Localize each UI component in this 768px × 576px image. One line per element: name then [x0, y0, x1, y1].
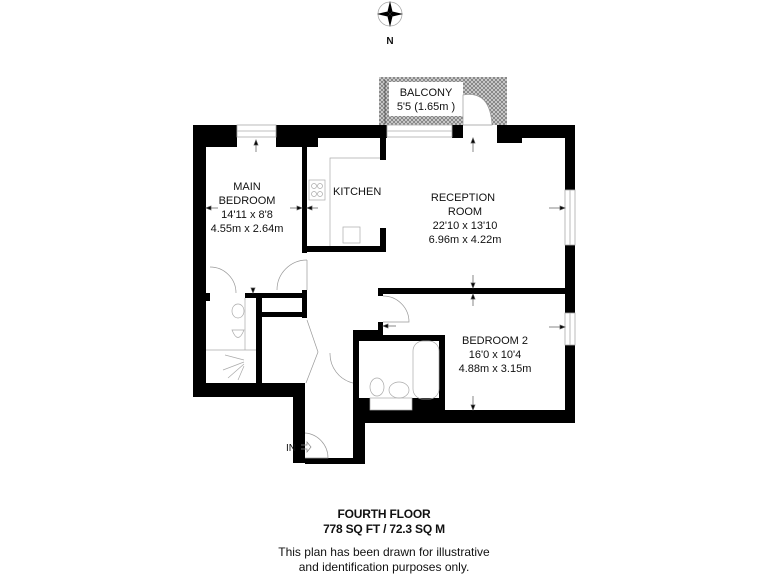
entrance-arrow-icon: [301, 441, 312, 453]
dimension-arrows: [205, 137, 566, 411]
compass-rose-icon: [377, 1, 403, 27]
doors: [209, 259, 410, 459]
balcony-dimensions: 5'5 (1.65m ): [397, 101, 455, 113]
kitchen-label: KITCHEN: [333, 186, 381, 198]
reception-label-1: RECEPTION: [431, 192, 495, 204]
compass-north-label: N: [386, 36, 393, 47]
balcony-label: BALCONY: [400, 87, 453, 99]
bedroom2-dims-imperial: 16'0 x 10'4: [469, 349, 522, 361]
main-bedroom-label-2: BEDROOM: [219, 195, 276, 207]
ensuite-fixtures: [206, 298, 256, 381]
walls: [193, 125, 575, 464]
main-bedroom-dims-metric: 4.55m x 2.64m: [211, 223, 284, 235]
bedroom2-label: BEDROOM 2: [462, 335, 528, 347]
entrance-label: IN: [286, 443, 296, 454]
reception-label-2: ROOM: [448, 206, 482, 218]
floor-title: FOURTH FLOOR: [337, 507, 431, 521]
bathroom-fixtures: [369, 340, 440, 411]
disclaimer-line-1: This plan has been drawn for illustrativ…: [278, 545, 490, 559]
reception-dims-metric: 6.96m x 4.22m: [429, 234, 502, 246]
main-bedroom-label-1: MAIN: [233, 181, 261, 193]
floor-area: 778 SQ FT / 72.3 SQ M: [323, 522, 445, 536]
kitchen-counter: [308, 157, 380, 246]
reception-dims-imperial: 22'10 x 13'10: [433, 220, 498, 232]
bedroom2-dims-metric: 4.88m x 3.15m: [459, 363, 532, 375]
balcony: [379, 77, 507, 126]
windows: [236, 124, 576, 346]
disclaimer-line-2: and identification purposes only.: [298, 560, 470, 574]
main-bedroom-dims-imperial: 14'11 x 8'8: [221, 209, 273, 221]
